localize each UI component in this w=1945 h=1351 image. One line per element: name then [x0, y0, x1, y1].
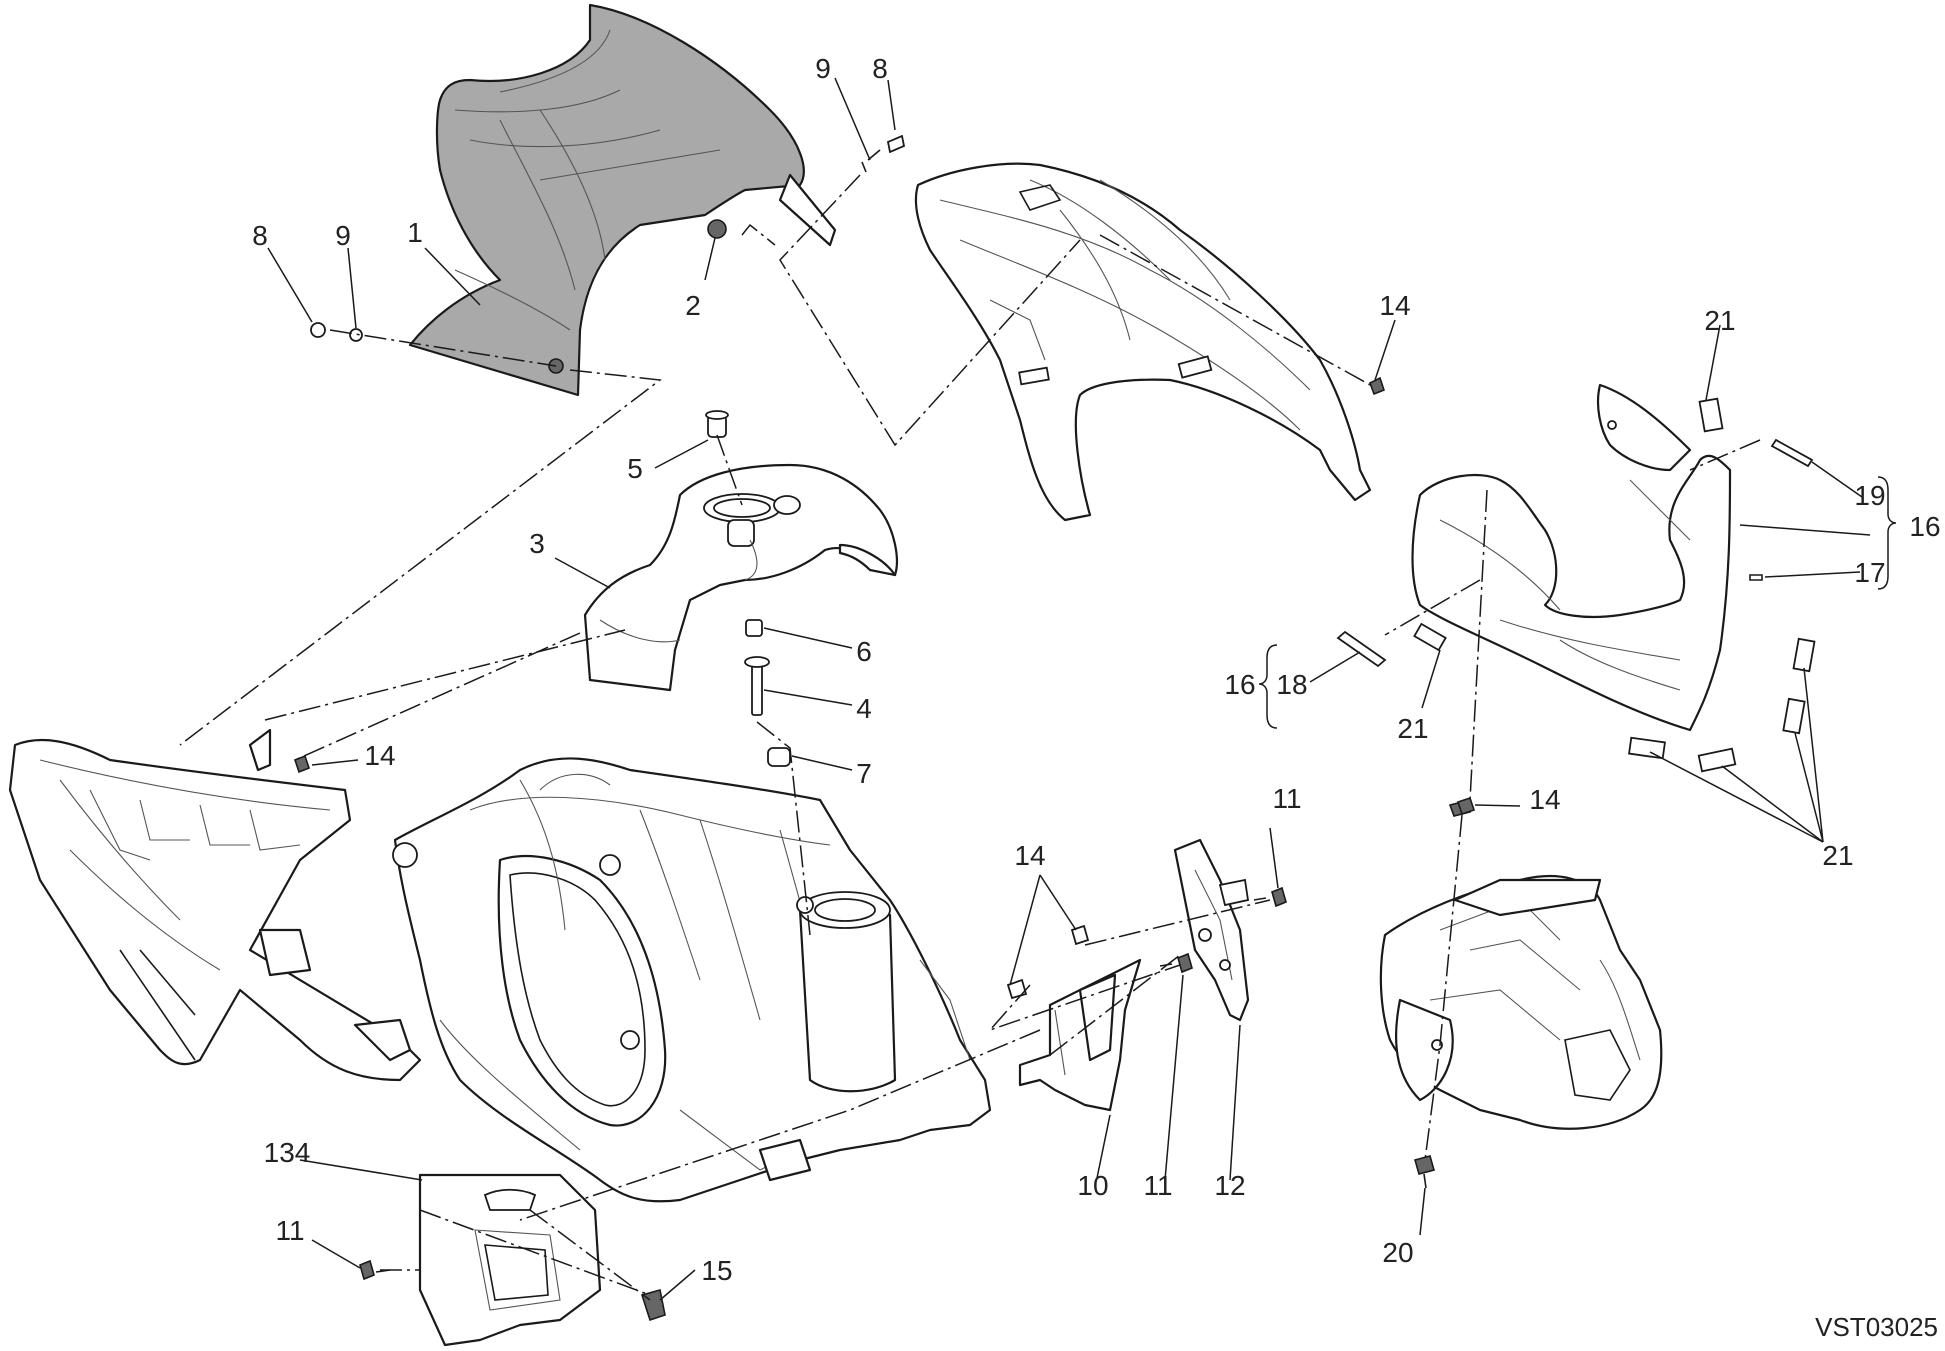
hardware-fasteners-top — [310, 134, 906, 342]
label-11-left: 11 — [275, 1215, 304, 1246]
label-14-right: 14 — [1529, 784, 1560, 815]
callout-labels: 8 9 1 2 9 8 14 5 3 6 4 7 14 14 11 10 11 … — [252, 53, 1940, 1342]
label-21-top: 21 — [1704, 305, 1735, 336]
hardware-stack — [705, 410, 791, 767]
label-1: 1 — [407, 217, 423, 248]
label-21-bottom: 21 — [1822, 840, 1853, 871]
label-9: 9 — [335, 220, 351, 251]
drawing-code: VST03025 — [1815, 1312, 1938, 1342]
label-4: 4 — [856, 693, 872, 724]
leader-lines — [267, 77, 1897, 1301]
label-11-mid: 11 — [1143, 1170, 1172, 1201]
label-20: 20 — [1382, 1237, 1413, 1268]
part-main-frame — [392, 757, 992, 1203]
part-air-duct — [583, 463, 898, 692]
label-18: 18 — [1276, 669, 1307, 700]
part-left-side-fairing — [8, 728, 422, 1082]
label-14-left: 14 — [364, 740, 395, 771]
label-19: 19 — [1854, 480, 1885, 511]
label-10: 10 — [1077, 1170, 1108, 1201]
label-17: 17 — [1854, 557, 1885, 588]
part-front-fairing-16 — [1411, 383, 1763, 732]
label-134: 134 — [264, 1137, 311, 1168]
label-7: 7 — [856, 758, 872, 789]
label-8: 8 — [252, 220, 268, 251]
part-headlight-bracket — [1379, 875, 1663, 1130]
label-5: 5 — [627, 453, 643, 484]
assembly-centerlines — [179, 174, 1761, 1301]
label-12: 12 — [1214, 1170, 1245, 1201]
part-lower-bracket — [418, 1173, 666, 1347]
label-15: 15 — [701, 1255, 732, 1286]
label-16-right: 16 — [1909, 511, 1940, 542]
part-front-cover — [1006, 924, 1142, 1112]
label-14-mid: 14 — [1014, 840, 1045, 871]
label-3: 3 — [529, 528, 545, 559]
label-16-left: 16 — [1224, 669, 1255, 700]
part-windscreen — [408, 3, 837, 397]
label-9-top: 9 — [815, 53, 831, 84]
label-14-top: 14 — [1379, 290, 1410, 321]
label-8-top: 8 — [872, 53, 888, 84]
fasteners-screws-11 — [359, 886, 1287, 1281]
part-upper-fairing-inner — [914, 162, 1372, 522]
part-mounting-bracket — [1173, 838, 1250, 1022]
label-21-mid: 21 — [1397, 713, 1428, 744]
label-2: 2 — [685, 290, 701, 321]
label-11-right: 11 — [1272, 783, 1301, 814]
label-6: 6 — [856, 636, 872, 667]
decals-and-strips — [1336, 397, 1816, 817]
